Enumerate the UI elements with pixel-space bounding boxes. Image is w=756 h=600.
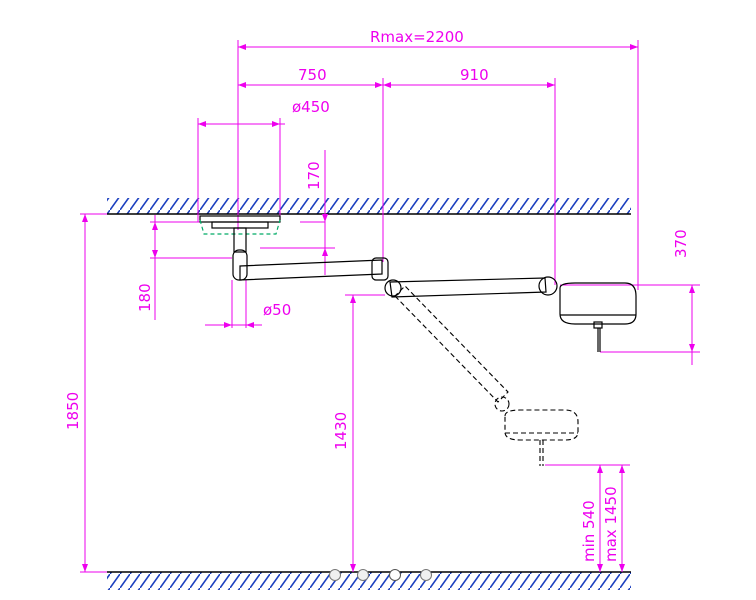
ceiling-mount [199,215,281,253]
pager-dot-4[interactable] [420,569,432,581]
ceiling [107,198,631,215]
arm-a-label: 750 [298,66,327,84]
dimension-arrowheads [82,44,695,572]
arm-assembly [232,249,637,352]
canopy-diameter-label: ø450 [292,98,330,116]
arm-lowered-position [394,285,579,466]
min-height-label: min 540 [580,500,598,562]
floor [107,571,631,590]
pager-dot-2[interactable] [357,569,369,581]
tube-diameter-label: ø50 [263,301,291,319]
arm-b-label: 910 [460,66,489,84]
height-total-label: 1850 [64,392,82,430]
offset-label: 180 [136,283,154,312]
rmax-label: Rmax=2200 [370,28,464,46]
pager-dot-1[interactable] [329,569,341,581]
pager-dot-3[interactable] [389,569,401,581]
height-pivot-label: 1430 [332,412,350,450]
drop-label: 170 [305,161,323,190]
image-pager [0,569,756,585]
head-height-label: 370 [672,229,690,258]
max-height-label: max 1450 [602,486,620,562]
